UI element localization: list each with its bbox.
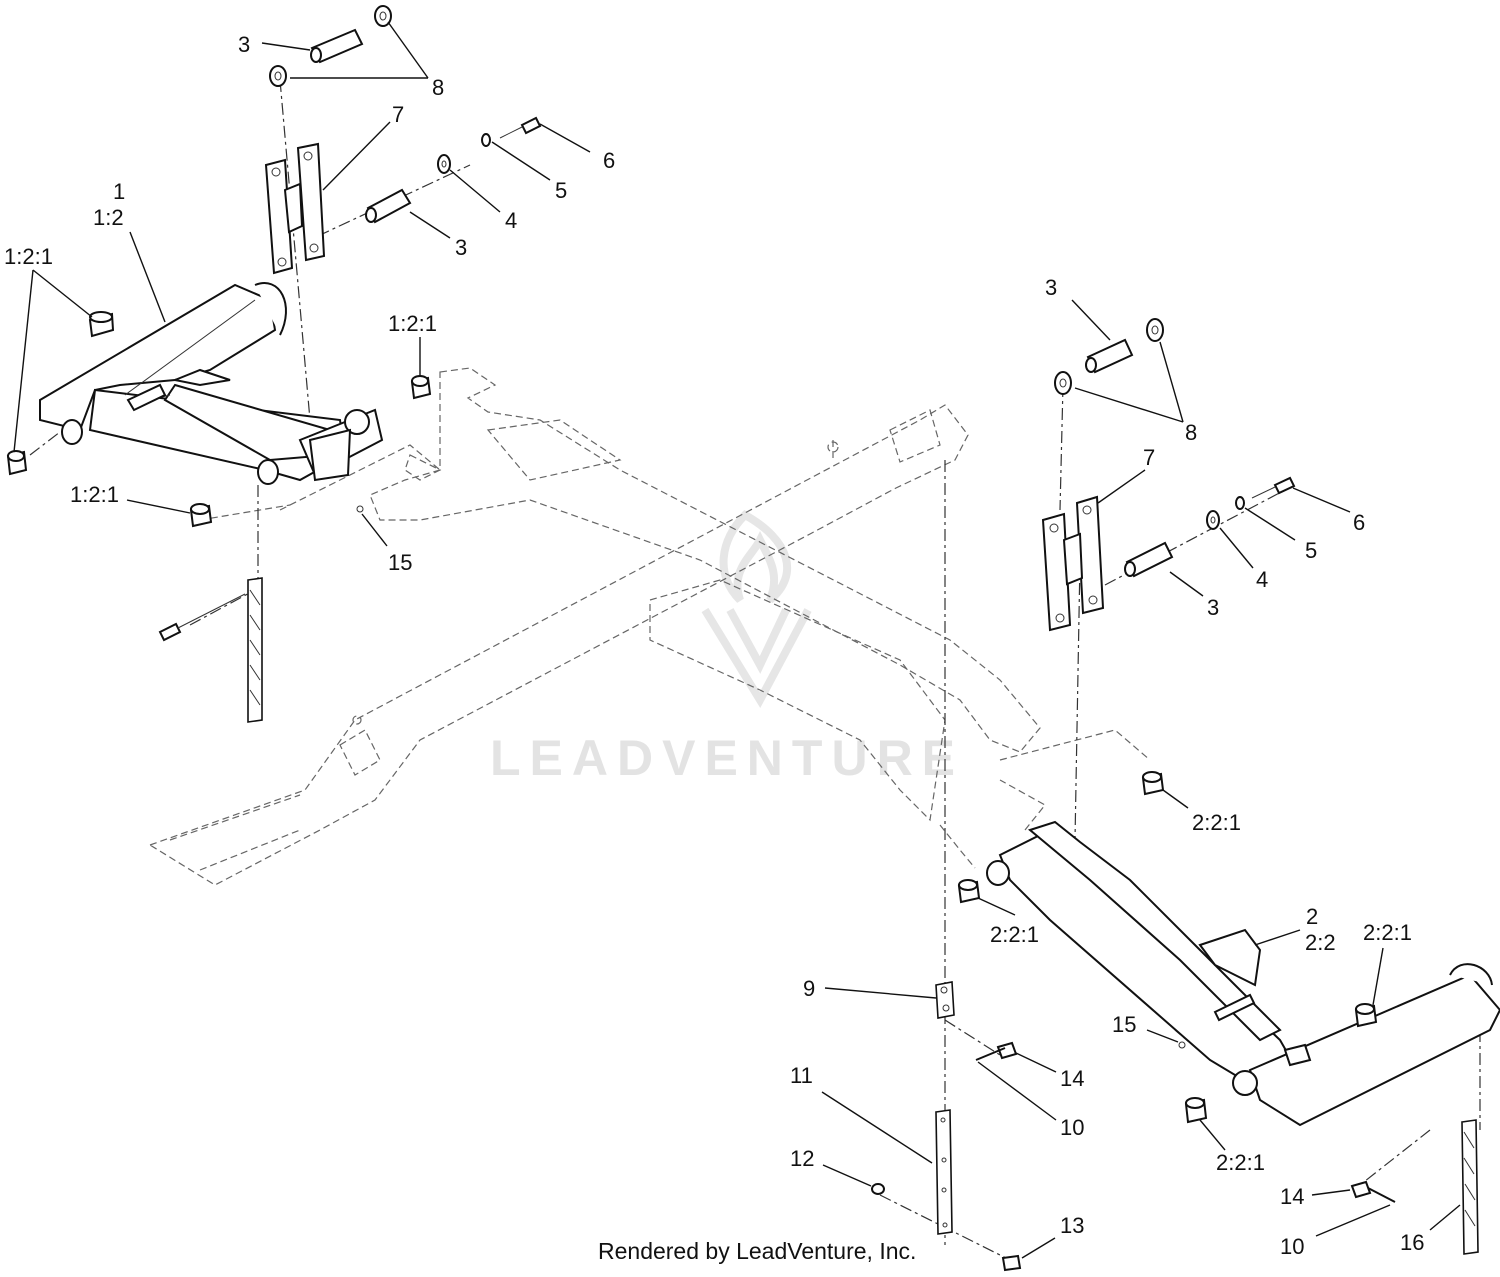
right-bushing-upper-part xyxy=(1141,771,1165,796)
right-washer-lower-part xyxy=(1054,371,1072,395)
clevis-pin-lower-part xyxy=(1350,1180,1372,1199)
right-bushing-bottom-part xyxy=(1184,1097,1208,1124)
callout-left-lockwasher: 5 xyxy=(555,178,567,203)
left-bushing-outer-part xyxy=(88,311,115,338)
left-spacer-part xyxy=(365,188,412,224)
callout-right-bushing-lower: 2:2:1 xyxy=(990,922,1039,947)
callout-right-flatwasher: 4 xyxy=(1256,567,1268,592)
callout-cotter-pin-lower: 10 xyxy=(1280,1234,1304,1259)
callout-left-pivot-pin: 3 xyxy=(238,32,250,57)
left-flatwasher-part xyxy=(437,154,451,174)
watermark-logo xyxy=(701,510,812,709)
callout-right-pivot-pin: 3 xyxy=(1045,275,1057,300)
callout-right-bracket: 7 xyxy=(1143,445,1155,470)
callout-left-spacer: 3 xyxy=(455,235,467,260)
left-bushing-center-part xyxy=(410,375,432,400)
right-washer-upper-part xyxy=(1146,318,1164,342)
right-bushing-end-part xyxy=(1354,1003,1378,1028)
nut-part xyxy=(871,1183,885,1195)
left-arm-part xyxy=(39,282,384,513)
right-pivot-pin-part xyxy=(1085,338,1134,374)
callout-left-bolt: 6 xyxy=(603,148,615,173)
height-bar-part xyxy=(935,1109,953,1235)
watermark-text: LEADVENTURE xyxy=(490,730,964,786)
bottom-bolt-part xyxy=(1001,1254,1022,1272)
left-chain-part xyxy=(158,577,263,723)
left-bracket-part xyxy=(264,142,326,275)
left-bolt-part xyxy=(499,116,542,139)
left-bushing-end-part xyxy=(6,450,28,476)
right-arm-part xyxy=(986,820,1500,1127)
callout-left-grease-fitting: 15 xyxy=(388,550,412,575)
callout-left-bushing-center: 1:2:1 xyxy=(388,311,437,336)
callout-right-spacer: 3 xyxy=(1207,595,1219,620)
cotter-pin-lower-part xyxy=(1367,1187,1396,1203)
callout-left-washers: 8 xyxy=(432,75,444,100)
callout-bottom-bolt: 13 xyxy=(1060,1213,1084,1238)
callout-left-bracket: 7 xyxy=(392,102,404,127)
callout-right-lockwasher: 5 xyxy=(1305,538,1317,563)
callout-right-bolt: 6 xyxy=(1353,510,1365,535)
callout-left-flatwasher: 4 xyxy=(505,208,517,233)
callout-left-arm-assembly: 1 xyxy=(113,179,125,204)
left-bushing-lower-part xyxy=(189,503,213,528)
clevis-pin-upper-part xyxy=(996,1041,1018,1060)
callout-clevis-pin-lower: 14 xyxy=(1280,1184,1304,1209)
callout-left-bushing-lower: 1:2:1 xyxy=(70,482,119,507)
callout-right-bushing-bottom: 2:2:1 xyxy=(1216,1150,1265,1175)
callout-right-arm-assembly: 2 xyxy=(1306,904,1318,929)
right-flatwasher-part xyxy=(1206,510,1220,530)
callout-cotter-pin-upper: 10 xyxy=(1060,1115,1084,1140)
callout-labels: 3 8 7 6 5 4 3 1 1:2 1:2:1 1:2:1 1:2:1 15… xyxy=(4,32,1424,1259)
callout-right-bushing-upper: 2:2:1 xyxy=(1192,810,1241,835)
right-chain-part xyxy=(1461,1119,1479,1255)
cotter-pin-upper-part xyxy=(975,1047,1006,1061)
callout-left-arm: 1:2 xyxy=(93,205,124,230)
chain-clevis-part xyxy=(935,981,955,1019)
callout-clevis-pin-upper: 14 xyxy=(1060,1066,1084,1091)
leader-lines xyxy=(13,21,1461,1259)
callout-right-bushing-end: 2:2:1 xyxy=(1363,920,1412,945)
callout-chain-clevis: 9 xyxy=(803,976,815,1001)
right-spacer-part xyxy=(1124,541,1174,578)
left-lockwasher-part xyxy=(481,133,491,147)
left-washer-upper-part xyxy=(374,5,392,27)
callout-chain: 16 xyxy=(1400,1230,1424,1255)
right-bolt-part xyxy=(1251,476,1296,499)
callout-right-grease-fitting: 15 xyxy=(1112,1012,1136,1037)
callout-right-arm: 2:2 xyxy=(1305,930,1336,955)
callout-right-washers: 8 xyxy=(1185,420,1197,445)
right-bracket-part xyxy=(1041,495,1105,632)
left-washer-lower-part xyxy=(269,65,287,87)
callout-height-bar: 11 xyxy=(790,1063,813,1088)
rendered-by-credit: Rendered by LeadVenture, Inc. xyxy=(598,1238,917,1264)
right-bushing-lower-part xyxy=(957,879,981,904)
left-pivot-pin-part xyxy=(310,28,364,64)
callout-left-bushing-outer: 1:2:1 xyxy=(4,244,53,269)
right-lockwasher-part xyxy=(1235,496,1245,510)
callout-nut: 12 xyxy=(790,1146,814,1171)
